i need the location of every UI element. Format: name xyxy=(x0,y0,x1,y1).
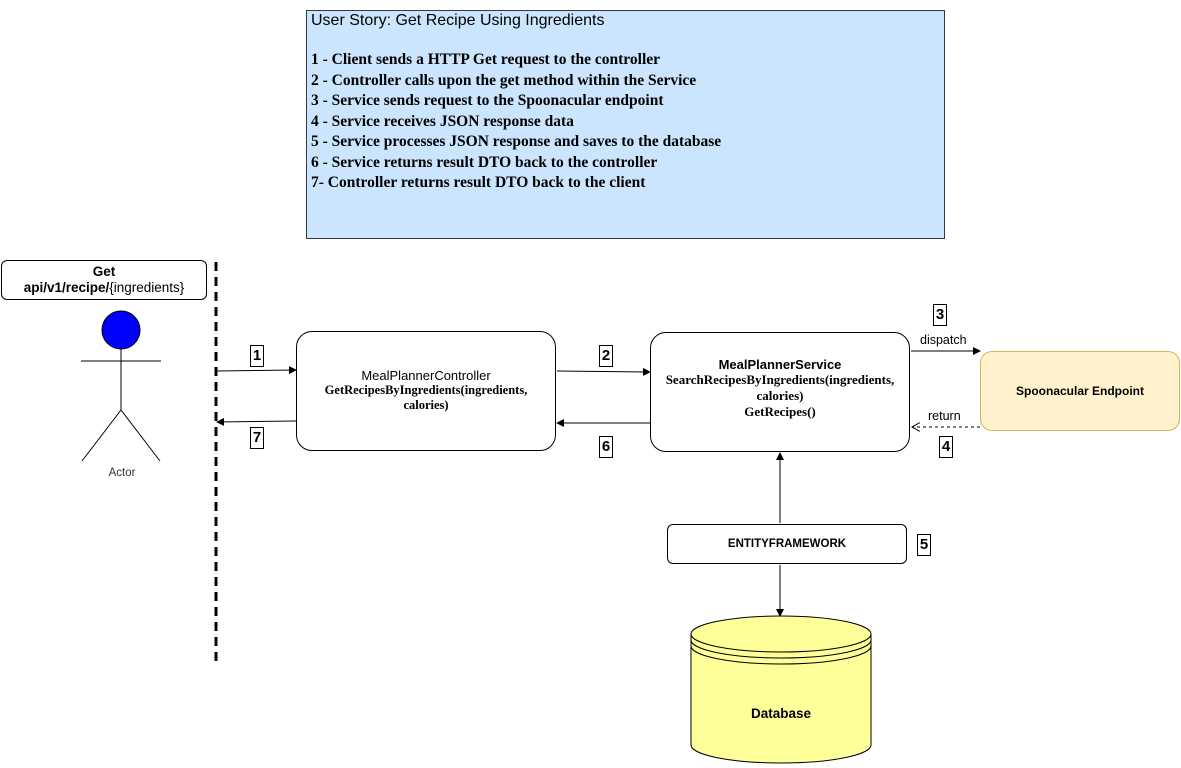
endpoint-label: Get api/v1/recipe/{ingredients} xyxy=(1,260,207,300)
dispatch-label: dispatch xyxy=(920,333,967,347)
user-story-note: User Story: Get Recipe Using Ingredients… xyxy=(306,10,945,239)
story-step: 5 - Service processes JSON response and … xyxy=(311,133,722,150)
arrow-step-7 xyxy=(216,417,297,426)
step-marker-7: 7 xyxy=(250,427,264,449)
step-marker-2: 2 xyxy=(599,345,613,367)
service-method-line1: SearchRecipesByIngredients(ingredients, xyxy=(665,372,895,387)
controller-method-line1: GetRecipesByIngredients(ingredients, xyxy=(324,383,528,397)
service-box: MealPlannerService SearchRecipesByIngred… xyxy=(650,332,910,452)
story-steps: 1 - Client sends a HTTP Get request to t… xyxy=(311,50,721,194)
controller-method-line2: calories) xyxy=(403,398,449,412)
step-marker-6: 6 xyxy=(599,436,613,458)
service-method-line3: GetRecipes() xyxy=(744,404,816,419)
actor-label: Actor xyxy=(108,467,136,479)
database-icon xyxy=(690,615,872,764)
http-method: Get xyxy=(92,264,116,279)
controller-name: MealPlannerController xyxy=(361,368,491,383)
step-marker-5: 5 xyxy=(917,534,931,556)
story-step: 2 - Controller calls upon the get method… xyxy=(311,71,697,89)
story-step: 6 - Service returns result DTO back to t… xyxy=(311,153,658,171)
service-name: MealPlannerService xyxy=(718,357,842,372)
database-label: Database xyxy=(750,706,812,721)
path-text: api/v1/recipe/ xyxy=(23,280,110,295)
story-step: 7- Controller returns result DTO back to… xyxy=(311,174,646,191)
story-step: 4 - Service receives JSON response data xyxy=(311,112,574,130)
step-marker-4: 4 xyxy=(939,436,953,458)
return-label: return xyxy=(928,409,961,423)
arrow-step-2 xyxy=(556,367,651,376)
arrow-step-1 xyxy=(216,366,297,375)
actor-icon xyxy=(81,310,161,462)
path-param: {ingredients} xyxy=(109,280,185,295)
spoonacular-endpoint-box: Spoonacular Endpoint xyxy=(980,351,1180,431)
story-title: User Story: Get Recipe Using Ingredients xyxy=(311,12,605,29)
entity-framework-box: ENTITYFRAMEWORK xyxy=(667,524,907,564)
endpoint-path: api/v1/recipe/{ingredients} xyxy=(2,280,206,296)
step-marker-1: 1 xyxy=(250,345,264,367)
service-method-line2: calories) xyxy=(756,388,804,403)
story-step: 3 - Service sends request to the Spoonac… xyxy=(311,92,664,109)
controller-box: MealPlannerController GetRecipesByIngred… xyxy=(296,331,556,451)
step-marker-3: 3 xyxy=(933,304,947,326)
story-step: 1 - Client sends a HTTP Get request to t… xyxy=(311,51,661,68)
